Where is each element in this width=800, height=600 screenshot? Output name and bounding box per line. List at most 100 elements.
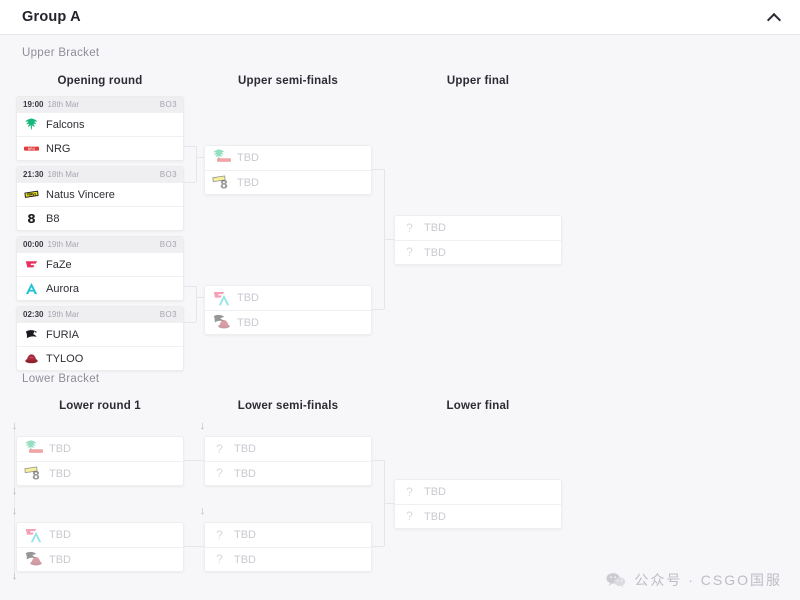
team-row[interactable]: FaZe [17, 252, 183, 276]
group-header[interactable]: Group A [0, 0, 800, 35]
match-format: BO3 [159, 310, 177, 319]
match-card[interactable]: TBD 8 TBD [204, 145, 372, 195]
team-name: TBD [234, 553, 256, 566]
drop-arrow-icon: ↓ [11, 505, 18, 517]
falcons-logo [212, 148, 226, 162]
connector [196, 146, 197, 182]
team-row[interactable]: ? TBD [205, 523, 371, 547]
tyloo-logo [29, 554, 43, 568]
team-name: FURIA [46, 328, 79, 341]
match-card[interactable]: 00:00 19th Mar BO3 FaZe Aurora [16, 236, 184, 301]
team-row[interactable]: Falcons [17, 112, 183, 136]
ghost-logos [24, 439, 45, 459]
team-row[interactable]: TBD [17, 437, 183, 461]
team-row[interactable]: TBD [205, 310, 371, 334]
team-name: TBD [424, 246, 446, 259]
drop-arrow-icon: ↓ [11, 485, 18, 497]
connector [184, 286, 196, 287]
team-row[interactable]: 8 B8 [17, 206, 183, 230]
match-card[interactable]: TBD 8 TBD [16, 436, 184, 486]
team-name: Falcons [46, 118, 85, 131]
faze-logo [24, 525, 38, 539]
drop-arrow-icon: ↓ [199, 420, 206, 432]
team-row[interactable]: TBD [205, 146, 371, 170]
team-row[interactable]: NAVI Natus Vincere [17, 182, 183, 206]
b8-logo: 8 [217, 177, 231, 191]
match-header: 00:00 19th Mar BO3 [17, 237, 183, 252]
team-row[interactable]: TYLOO [17, 346, 183, 370]
ghost-logos [212, 289, 233, 308]
team-name: TBD [424, 486, 446, 498]
connector [196, 297, 206, 298]
match-header: 19:00 18th Mar BO3 [17, 97, 183, 112]
question-mark-icon: ? [216, 552, 223, 566]
team-row[interactable]: TBD [17, 547, 183, 571]
match-card[interactable]: ? TBD ? TBD [394, 479, 562, 529]
connector [184, 322, 196, 323]
team-name: TBD [237, 176, 259, 189]
faze-logo [24, 257, 39, 272]
match-format: BO3 [159, 170, 177, 179]
falcons-logo [24, 439, 38, 453]
team-name: TBD [424, 510, 446, 523]
svg-text:NAVI: NAVI [27, 193, 36, 197]
round-label-upper-semis: Upper semi-finals [238, 75, 338, 87]
team-name: FaZe [46, 258, 72, 271]
team-row[interactable]: 8 TBD [17, 461, 183, 485]
match-time: 21:30 [23, 170, 44, 179]
wechat-icon [606, 572, 626, 588]
round-label-lower-final: Lower final [446, 400, 510, 412]
team-row[interactable]: ? TBD [395, 504, 561, 528]
svg-text:8: 8 [27, 212, 35, 226]
match-card[interactable]: 21:30 18th Mar BO3 NAVI Natus Vincere 8 … [16, 166, 184, 231]
match-card[interactable]: TBD TBD [204, 285, 372, 335]
match-card[interactable]: 02:30 19th Mar BO3 FURIA TYLOO [16, 306, 184, 371]
team-row[interactable]: ? TBD [395, 216, 561, 240]
connector [196, 286, 197, 322]
connector [384, 239, 396, 240]
drop-rail [14, 430, 15, 580]
lower-bracket-label: Lower Bracket [22, 373, 100, 385]
ghost-logos [24, 550, 45, 569]
team-name: TBD [424, 222, 446, 234]
round-label-lower-semis: Lower semi-finals [237, 400, 339, 412]
team-name: TBD [49, 529, 71, 541]
match-card[interactable]: ? TBD ? TBD [394, 215, 562, 265]
connector [196, 157, 206, 158]
team-row[interactable]: Aurora [17, 276, 183, 300]
connector [384, 503, 396, 504]
team-name: NRG [46, 142, 71, 155]
team-row[interactable]: ? TBD [205, 547, 371, 571]
team-row[interactable]: ? TBD [395, 480, 561, 504]
match-card[interactable]: TBD TBD [16, 522, 184, 572]
team-name: B8 [46, 212, 60, 225]
ghost-logos [24, 526, 45, 545]
watermark-text: 公众号 · CSGO国服 [634, 572, 782, 588]
team-row[interactable]: TBD [17, 523, 183, 547]
team-row[interactable]: 8 TBD [205, 170, 371, 194]
team-row[interactable]: FURIA [17, 322, 183, 346]
team-row[interactable]: TBD [205, 286, 371, 310]
team-row[interactable]: ? TBD [395, 240, 561, 264]
drop-arrow-icon: ↓ [11, 570, 18, 582]
svg-text:8: 8 [32, 468, 40, 482]
connector [372, 309, 384, 310]
team-name: TBD [49, 553, 71, 566]
match-card[interactable]: 19:00 18th Mar BO3 Falcons NRG NRG [16, 96, 184, 161]
team-row[interactable]: ? TBD [205, 437, 371, 461]
match-header: 02:30 19th Mar BO3 [17, 307, 183, 322]
match-format: BO3 [159, 240, 177, 249]
b8-logo: 8 [24, 211, 39, 226]
match-card[interactable]: ? TBD ? TBD [204, 436, 372, 486]
aurora-logo [217, 293, 231, 307]
navi-logo [24, 463, 38, 477]
nrg-logo [29, 444, 43, 458]
team-row[interactable]: ? TBD [205, 461, 371, 485]
navi-logo: NAVI [24, 187, 39, 202]
match-format: BO3 [159, 100, 177, 109]
aurora-logo [29, 530, 43, 544]
chevron-up-icon[interactable] [768, 13, 782, 22]
svg-text:NRG: NRG [28, 147, 36, 151]
team-row[interactable]: NRG NRG [17, 136, 183, 160]
match-card[interactable]: ? TBD ? TBD [204, 522, 372, 572]
